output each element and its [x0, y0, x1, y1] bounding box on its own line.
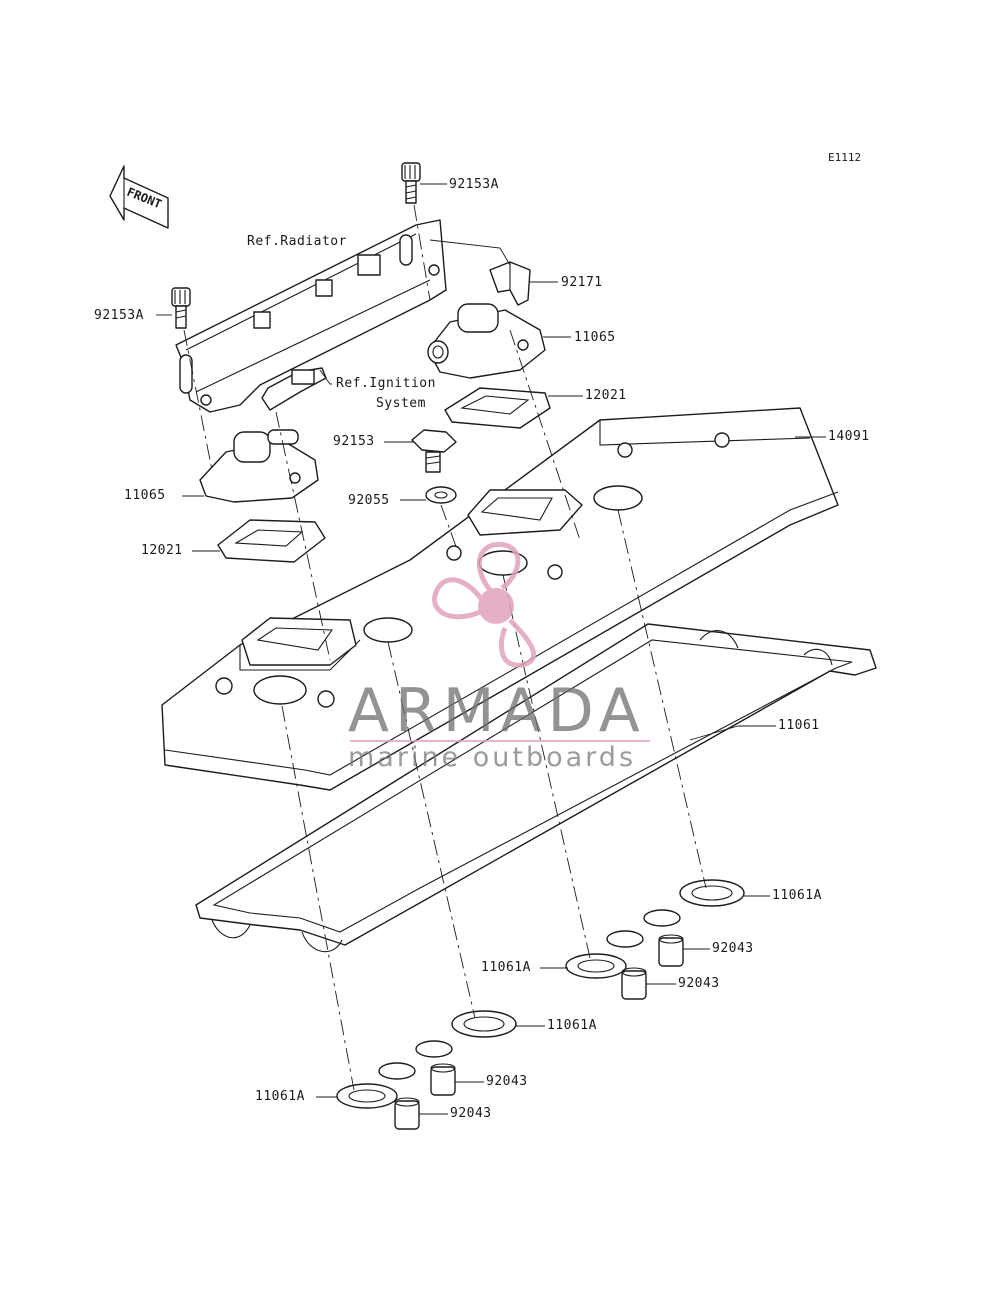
callout-cylinder-head-cover: 14091	[828, 429, 870, 444]
diagram-code: E1112	[828, 151, 862, 164]
callout-collar-3: 92043	[486, 1074, 528, 1089]
callout-collar-2: 92043	[678, 976, 720, 991]
bolt-center-part	[411, 429, 457, 473]
ignition-connector-part	[261, 367, 327, 411]
plug-gasket-group-right	[565, 879, 745, 1000]
callout-gasket-plate-left: 12021	[141, 543, 183, 558]
callout-gasket-plate-right: 12021	[585, 388, 627, 403]
callout-plug-gasket-4: 11061A	[255, 1089, 305, 1104]
gasket-plate-left-part	[217, 519, 326, 563]
alignment-lines	[183, 204, 707, 1091]
washer-part	[425, 486, 457, 504]
callout-head-cover-gasket: 11061	[778, 718, 820, 733]
gasket-plate-right-part	[444, 387, 551, 429]
callout-ref-radiator: Ref.Radiator	[247, 234, 347, 249]
callout-bolt-center: 92153	[333, 434, 375, 449]
callout-coil-cover-right: 11065	[574, 330, 616, 345]
head-cover-gasket-part	[195, 623, 877, 953]
callout-plug-gasket-3: 11061A	[547, 1018, 597, 1033]
callout-collar-1: 92043	[712, 941, 754, 956]
radiator-bracket-part	[175, 219, 447, 413]
clamp-part	[489, 261, 531, 306]
bolt-left-part	[171, 287, 191, 329]
callout-bolt-left: 92153A	[94, 308, 144, 323]
bolt-top-part	[401, 162, 421, 204]
coil-cover-right-part	[427, 303, 546, 379]
coil-cover-left-part	[199, 429, 319, 503]
watermark-brand: ARMADA	[348, 676, 646, 746]
leader-lines	[156, 183, 826, 1115]
callout-plug-gasket-2: 11061A	[481, 960, 531, 975]
callout-bolt-top: 92153A	[449, 177, 499, 192]
front-arrow-icon: FRONT	[109, 165, 169, 229]
callout-collar-4: 92043	[450, 1106, 492, 1121]
callout-plug-gasket-1: 11061A	[772, 888, 822, 903]
propeller-logo-icon	[432, 541, 537, 668]
callout-ref-ignition-line2: System	[376, 396, 426, 411]
plug-gasket-group-left	[336, 1010, 517, 1130]
callout-coil-cover-left: 11065	[124, 488, 166, 503]
watermark-tagline: marine outboards	[348, 742, 637, 773]
callout-ref-ignition-line1: Ref.Ignition	[336, 376, 436, 391]
callout-clamp: 92171	[561, 275, 603, 290]
watermark-divider	[350, 740, 650, 742]
callout-washer: 92055	[348, 493, 390, 508]
